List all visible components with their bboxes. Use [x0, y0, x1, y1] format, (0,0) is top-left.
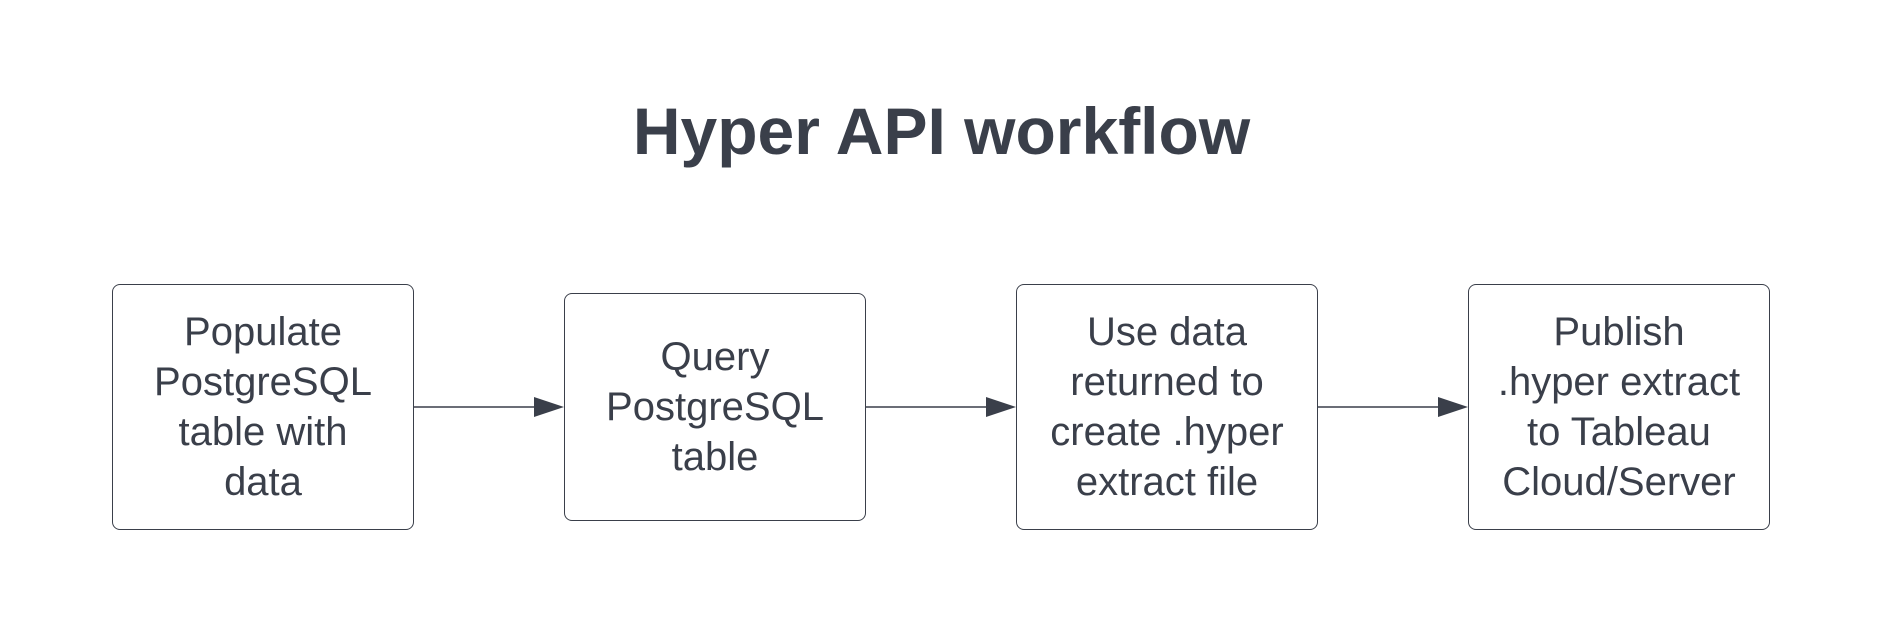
arrow-step3-to-step4 — [1318, 397, 1468, 417]
step-label: Populate PostgreSQL table with data — [154, 310, 372, 504]
diagram-title: Hyper API workflow — [632, 94, 1251, 168]
step-box-populate-table: Populate PostgreSQL table with data — [112, 284, 414, 530]
arrow-step1-to-step2 — [414, 397, 564, 417]
step-label: Query PostgreSQL table — [606, 335, 824, 479]
step-label: Publish .hyper extract to Tableau Cloud/… — [1497, 310, 1741, 504]
step-box-publish-extract: Publish .hyper extract to Tableau Cloud/… — [1468, 284, 1770, 530]
arrow-step2-to-step3 — [866, 397, 1016, 417]
step-label: Use data returned to create .hyper extra… — [1050, 310, 1284, 504]
step-box-query-table: Query PostgreSQL table — [564, 293, 866, 521]
step-box-create-extract: Use data returned to create .hyper extra… — [1016, 284, 1318, 530]
